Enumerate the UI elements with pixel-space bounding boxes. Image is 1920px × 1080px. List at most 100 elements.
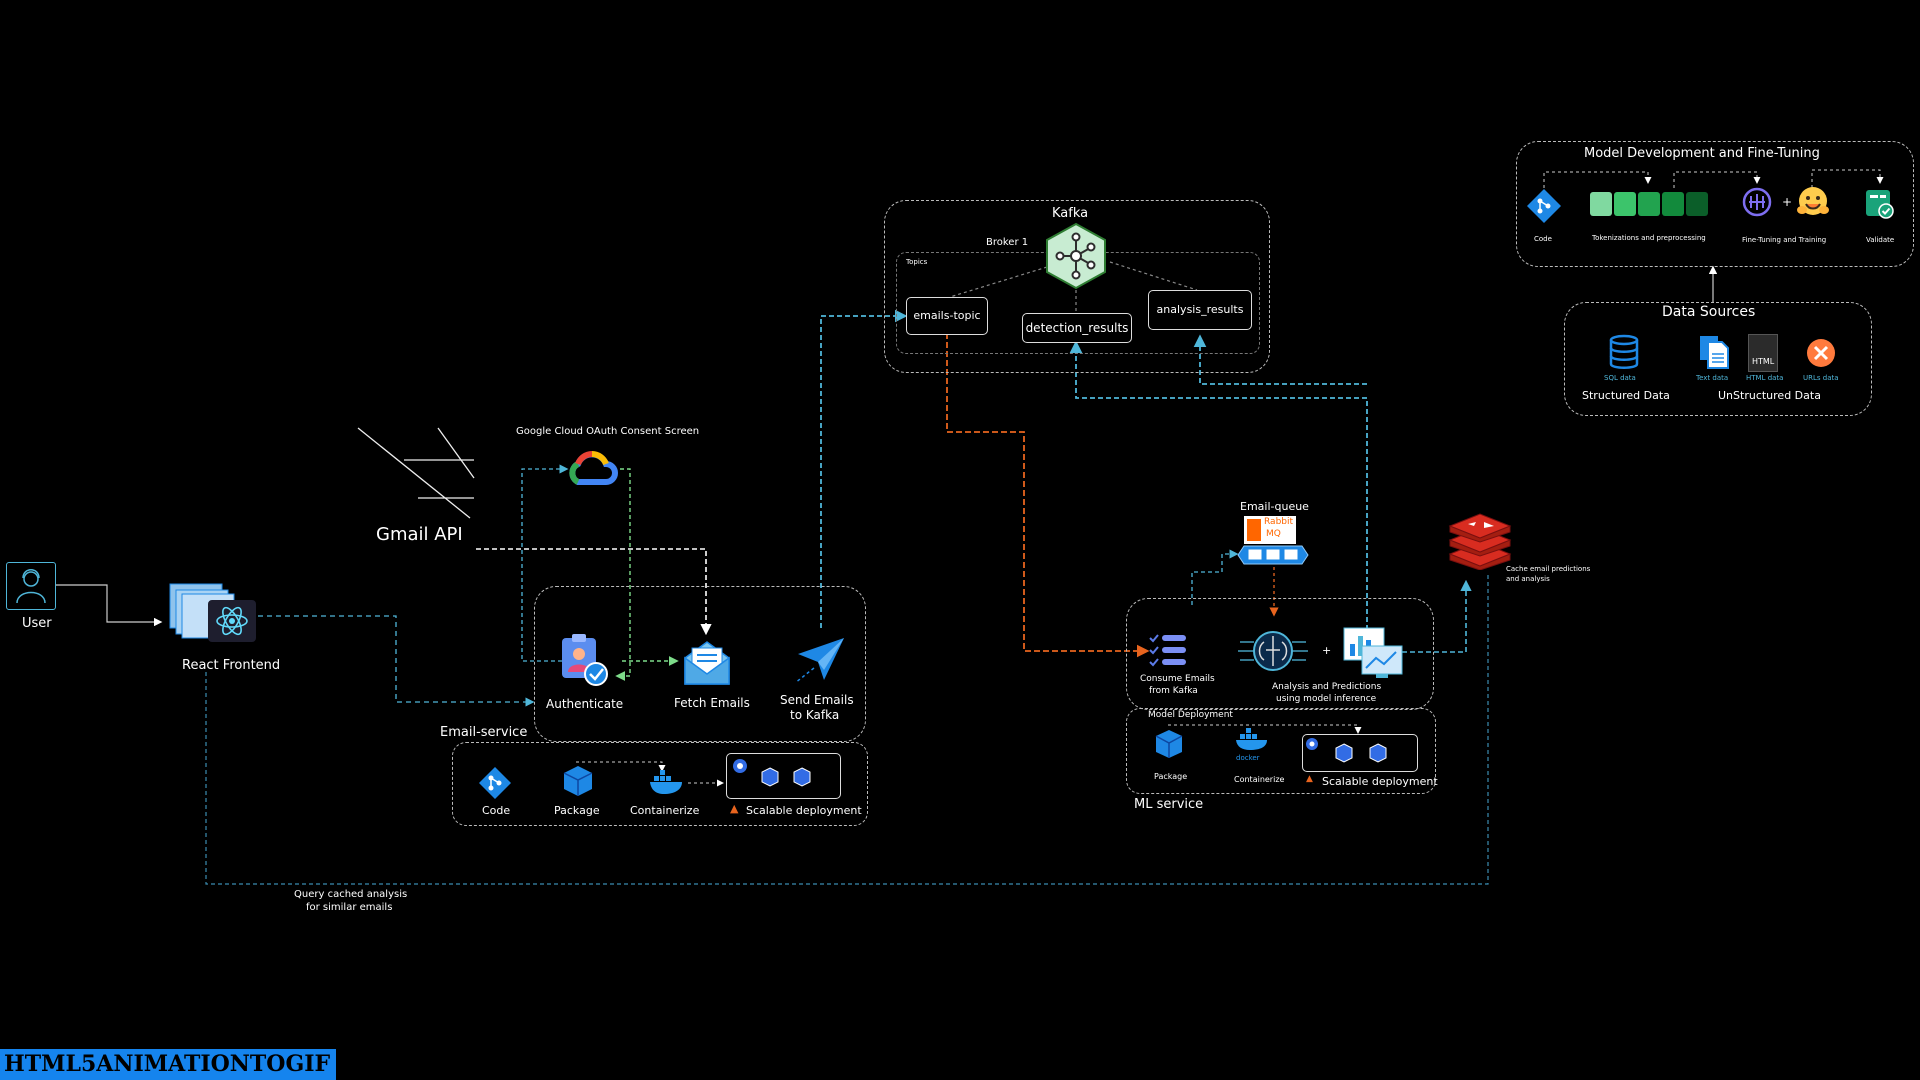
hugging-face-icon[interactable] [1796, 184, 1830, 218]
email-service-title: Email-service [440, 725, 528, 740]
frontend-label: React Frontend [182, 658, 281, 673]
queue-icon[interactable] [1236, 544, 1310, 566]
ml-service-box [1126, 598, 1434, 710]
email-containerize-label: Containerize [630, 804, 700, 817]
ml-docker-text: docker [1236, 754, 1260, 762]
queue-title: Email-queue [1240, 500, 1309, 513]
user-to-frontend-edge [55, 584, 163, 627]
plus-sign: + [1322, 644, 1332, 657]
list-icon[interactable] [1148, 632, 1190, 668]
consume-label-1: Consume Emails [1140, 674, 1215, 684]
user-icon[interactable] [6, 562, 56, 610]
redis-icon[interactable] [1446, 512, 1514, 570]
consume-label-2: from Kafka [1149, 686, 1198, 696]
watermark: HTML5ANIMATIONTOGIF [0, 1049, 336, 1080]
query-cache-edge [205, 572, 1489, 885]
ml-scalable-label: Scalable deployment [1322, 775, 1438, 788]
query-label-1: Query cached analysis [294, 889, 408, 900]
finetune-label: Fine-Tuning and Training [1742, 236, 1827, 244]
google-cloud-icon[interactable] [566, 448, 618, 490]
model-dev-plus: + [1782, 195, 1793, 209]
send-to-kafka-edge [820, 309, 908, 628]
model-dev-box [1516, 141, 1914, 267]
react-icon[interactable] [162, 580, 262, 644]
authenticate-label: Authenticate [546, 697, 624, 711]
analysis-label-2: using model inference [1276, 694, 1377, 704]
rabbitmq-icon[interactable]: Rabbit MQ [1244, 516, 1296, 544]
rabbitmq-logo-mark [1247, 519, 1261, 541]
cache-label-2: and analysis [1506, 575, 1550, 583]
text-data-label: Text data [1696, 374, 1729, 382]
broker-label: Broker 1 [986, 237, 1029, 248]
unstructured-label: UnStructured Data [1718, 389, 1821, 402]
topics-label: Topics [906, 258, 928, 266]
gmail-to-fetch-edge [476, 548, 712, 636]
email-scalable-box [726, 753, 841, 799]
kafka-to-ml-edge [946, 333, 1150, 658]
html-data-label: HTML data [1746, 374, 1784, 382]
ml-to-queue-edge [1191, 549, 1239, 605]
model-deployment-title: Model Deployment [1148, 710, 1233, 720]
validate-label: Validate [1866, 236, 1895, 244]
kafka-cluster-box [884, 200, 1270, 373]
html-file-icon[interactable]: HTML [1748, 334, 1778, 372]
model-dev-edge-3 [1811, 169, 1884, 188]
validate-icon[interactable] [1864, 186, 1896, 220]
ml-docker-icon[interactable] [1234, 728, 1270, 756]
email-scalable-label: Scalable deployment [746, 804, 862, 817]
detection-results-topic[interactable]: detection_results [1022, 313, 1132, 343]
docker-icon[interactable] [648, 770, 686, 800]
database-icon[interactable] [1608, 334, 1640, 370]
model-dev-edge-1 [1543, 171, 1652, 188]
send-emails-label-2: to Kafka [790, 708, 840, 722]
send-emails-label-1: Send Emails [780, 693, 854, 707]
gcloud-to-auth-edge [615, 468, 631, 681]
model-dev-git-icon[interactable] [1526, 188, 1562, 224]
envelope-icon[interactable] [682, 638, 732, 688]
query-label-2: for similar emails [306, 902, 393, 913]
tokenization-label: Tokenizations and preprocessing [1592, 234, 1706, 242]
package-icon[interactable] [562, 764, 594, 798]
kafka-title: Kafka [1052, 206, 1089, 221]
rabbitmq-logo-text-1: Rabbit [1264, 517, 1294, 527]
chart-monitor-icon[interactable] [1340, 626, 1404, 680]
ml-kubernetes-icon[interactable] [1304, 736, 1404, 768]
emails-topic[interactable]: emails-topic [906, 297, 988, 335]
kubernetes-icon[interactable] [730, 756, 830, 794]
gmail-decoration [357, 427, 475, 519]
model-dev-code-label: Code [1534, 235, 1552, 243]
git-icon[interactable] [478, 766, 512, 800]
ml-to-redis-edge [1402, 579, 1472, 653]
model-dev-title: Model Development and Fine-Tuning [1584, 146, 1820, 161]
cache-label-1: Cache email predictions [1506, 565, 1591, 573]
paper-plane-icon[interactable] [794, 636, 848, 686]
kafka-hub-links [949, 261, 1198, 313]
rabbitmq-logo-text-2: MQ [1266, 529, 1281, 539]
analysis-label-1: Analysis and Predictions [1272, 682, 1382, 692]
email-deploy-box [452, 742, 868, 826]
tokenization-icon[interactable] [1588, 190, 1712, 218]
ml-package-icon[interactable] [1154, 728, 1184, 760]
ml-rocket-icon: ▲ [1306, 774, 1313, 784]
auth-to-gcloud-edge [521, 464, 569, 662]
ml-deploy-edge-1 [1168, 724, 1362, 734]
user-label: User [22, 616, 52, 631]
close-circle-icon[interactable] [1806, 338, 1836, 368]
rocket-icon: ▲ [730, 802, 739, 815]
kafka-icon[interactable] [1042, 222, 1110, 290]
ml-scalable-box [1302, 734, 1418, 772]
google-cloud-label: Google Cloud OAuth Consent Screen [516, 426, 700, 437]
data-sources-box [1564, 302, 1872, 416]
email-docker-text: docker [654, 785, 678, 793]
analysis-results-topic[interactable]: analysis_results [1148, 290, 1252, 330]
structured-label: Structured Data [1582, 389, 1670, 402]
brain-icon[interactable] [1236, 628, 1310, 674]
email-package-label: Package [554, 804, 600, 817]
gmail-api-label: Gmail API [376, 524, 463, 545]
document-icon[interactable] [1698, 334, 1730, 370]
fetch-emails-label: Fetch Emails [674, 696, 750, 710]
authenticate-icon[interactable] [558, 632, 612, 688]
finetune-icon[interactable] [1740, 186, 1774, 218]
ml-deploy-box [1126, 708, 1436, 794]
